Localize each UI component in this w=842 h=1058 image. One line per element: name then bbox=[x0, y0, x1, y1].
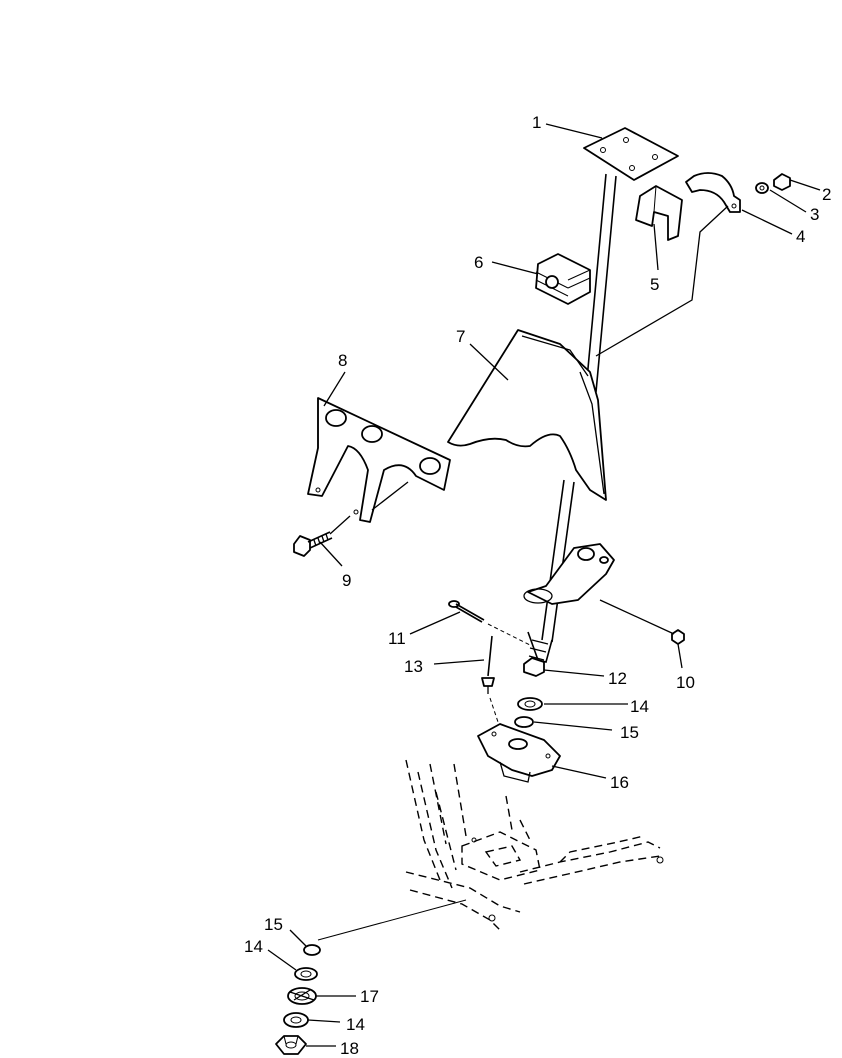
part-castle-nut-lower bbox=[275, 1035, 307, 1055]
callout-12: 12 bbox=[608, 669, 627, 688]
callout-6: 6 bbox=[474, 253, 483, 272]
callout-3: 3 bbox=[810, 205, 819, 224]
part-u-clamp bbox=[595, 172, 741, 357]
part-washer-lower-b bbox=[283, 1012, 309, 1028]
part-washer-lower-a bbox=[294, 967, 318, 981]
callout-14b: 14 bbox=[244, 937, 263, 956]
part-bolt bbox=[293, 515, 351, 557]
callout-14c: 14 bbox=[346, 1015, 365, 1034]
frame-outline bbox=[405, 759, 664, 931]
callout-9: 9 bbox=[342, 571, 351, 590]
part-o-ring-upper bbox=[514, 716, 534, 728]
part-nut bbox=[773, 173, 791, 191]
part-washer bbox=[755, 182, 769, 194]
callout-13: 13 bbox=[404, 657, 423, 676]
callout-7: 7 bbox=[456, 327, 465, 346]
part-o-ring-lower bbox=[303, 944, 321, 956]
assembly-line-lower bbox=[317, 899, 467, 941]
leader-lines bbox=[267, 123, 821, 1047]
callout-1: 1 bbox=[532, 113, 541, 132]
part-steering-arm bbox=[523, 543, 615, 605]
part-steering-post bbox=[527, 127, 679, 663]
part-castle-nut-top bbox=[523, 657, 545, 677]
callout-11: 11 bbox=[388, 629, 406, 648]
part-lock-nut bbox=[599, 599, 685, 645]
callout-15b: 15 bbox=[264, 915, 283, 934]
part-bushing-half bbox=[635, 185, 683, 241]
part-support-bracket bbox=[307, 397, 451, 523]
callout-16: 16 bbox=[610, 773, 629, 792]
part-cotter-pin bbox=[448, 600, 533, 647]
part-grease-fitting bbox=[481, 635, 501, 729]
callout-4: 4 bbox=[796, 227, 805, 246]
part-washer-upper bbox=[517, 697, 543, 711]
part-dash-panel bbox=[447, 329, 607, 501]
callout-18: 18 bbox=[340, 1039, 359, 1058]
callout-labels: 1 2 3 4 5 6 7 8 9 10 11 13 12 14 15 16 1… bbox=[244, 113, 831, 1058]
callout-8: 8 bbox=[338, 351, 347, 370]
part-bearing-housing bbox=[477, 723, 561, 783]
part-rubber-bushing bbox=[535, 253, 591, 305]
callout-2: 2 bbox=[822, 185, 831, 204]
part-bearing-lower bbox=[287, 987, 317, 1005]
callout-14a: 14 bbox=[630, 697, 649, 716]
callout-10: 10 bbox=[676, 673, 695, 692]
callout-17: 17 bbox=[360, 987, 379, 1006]
callout-15a: 15 bbox=[620, 723, 639, 742]
callout-5: 5 bbox=[650, 275, 659, 294]
